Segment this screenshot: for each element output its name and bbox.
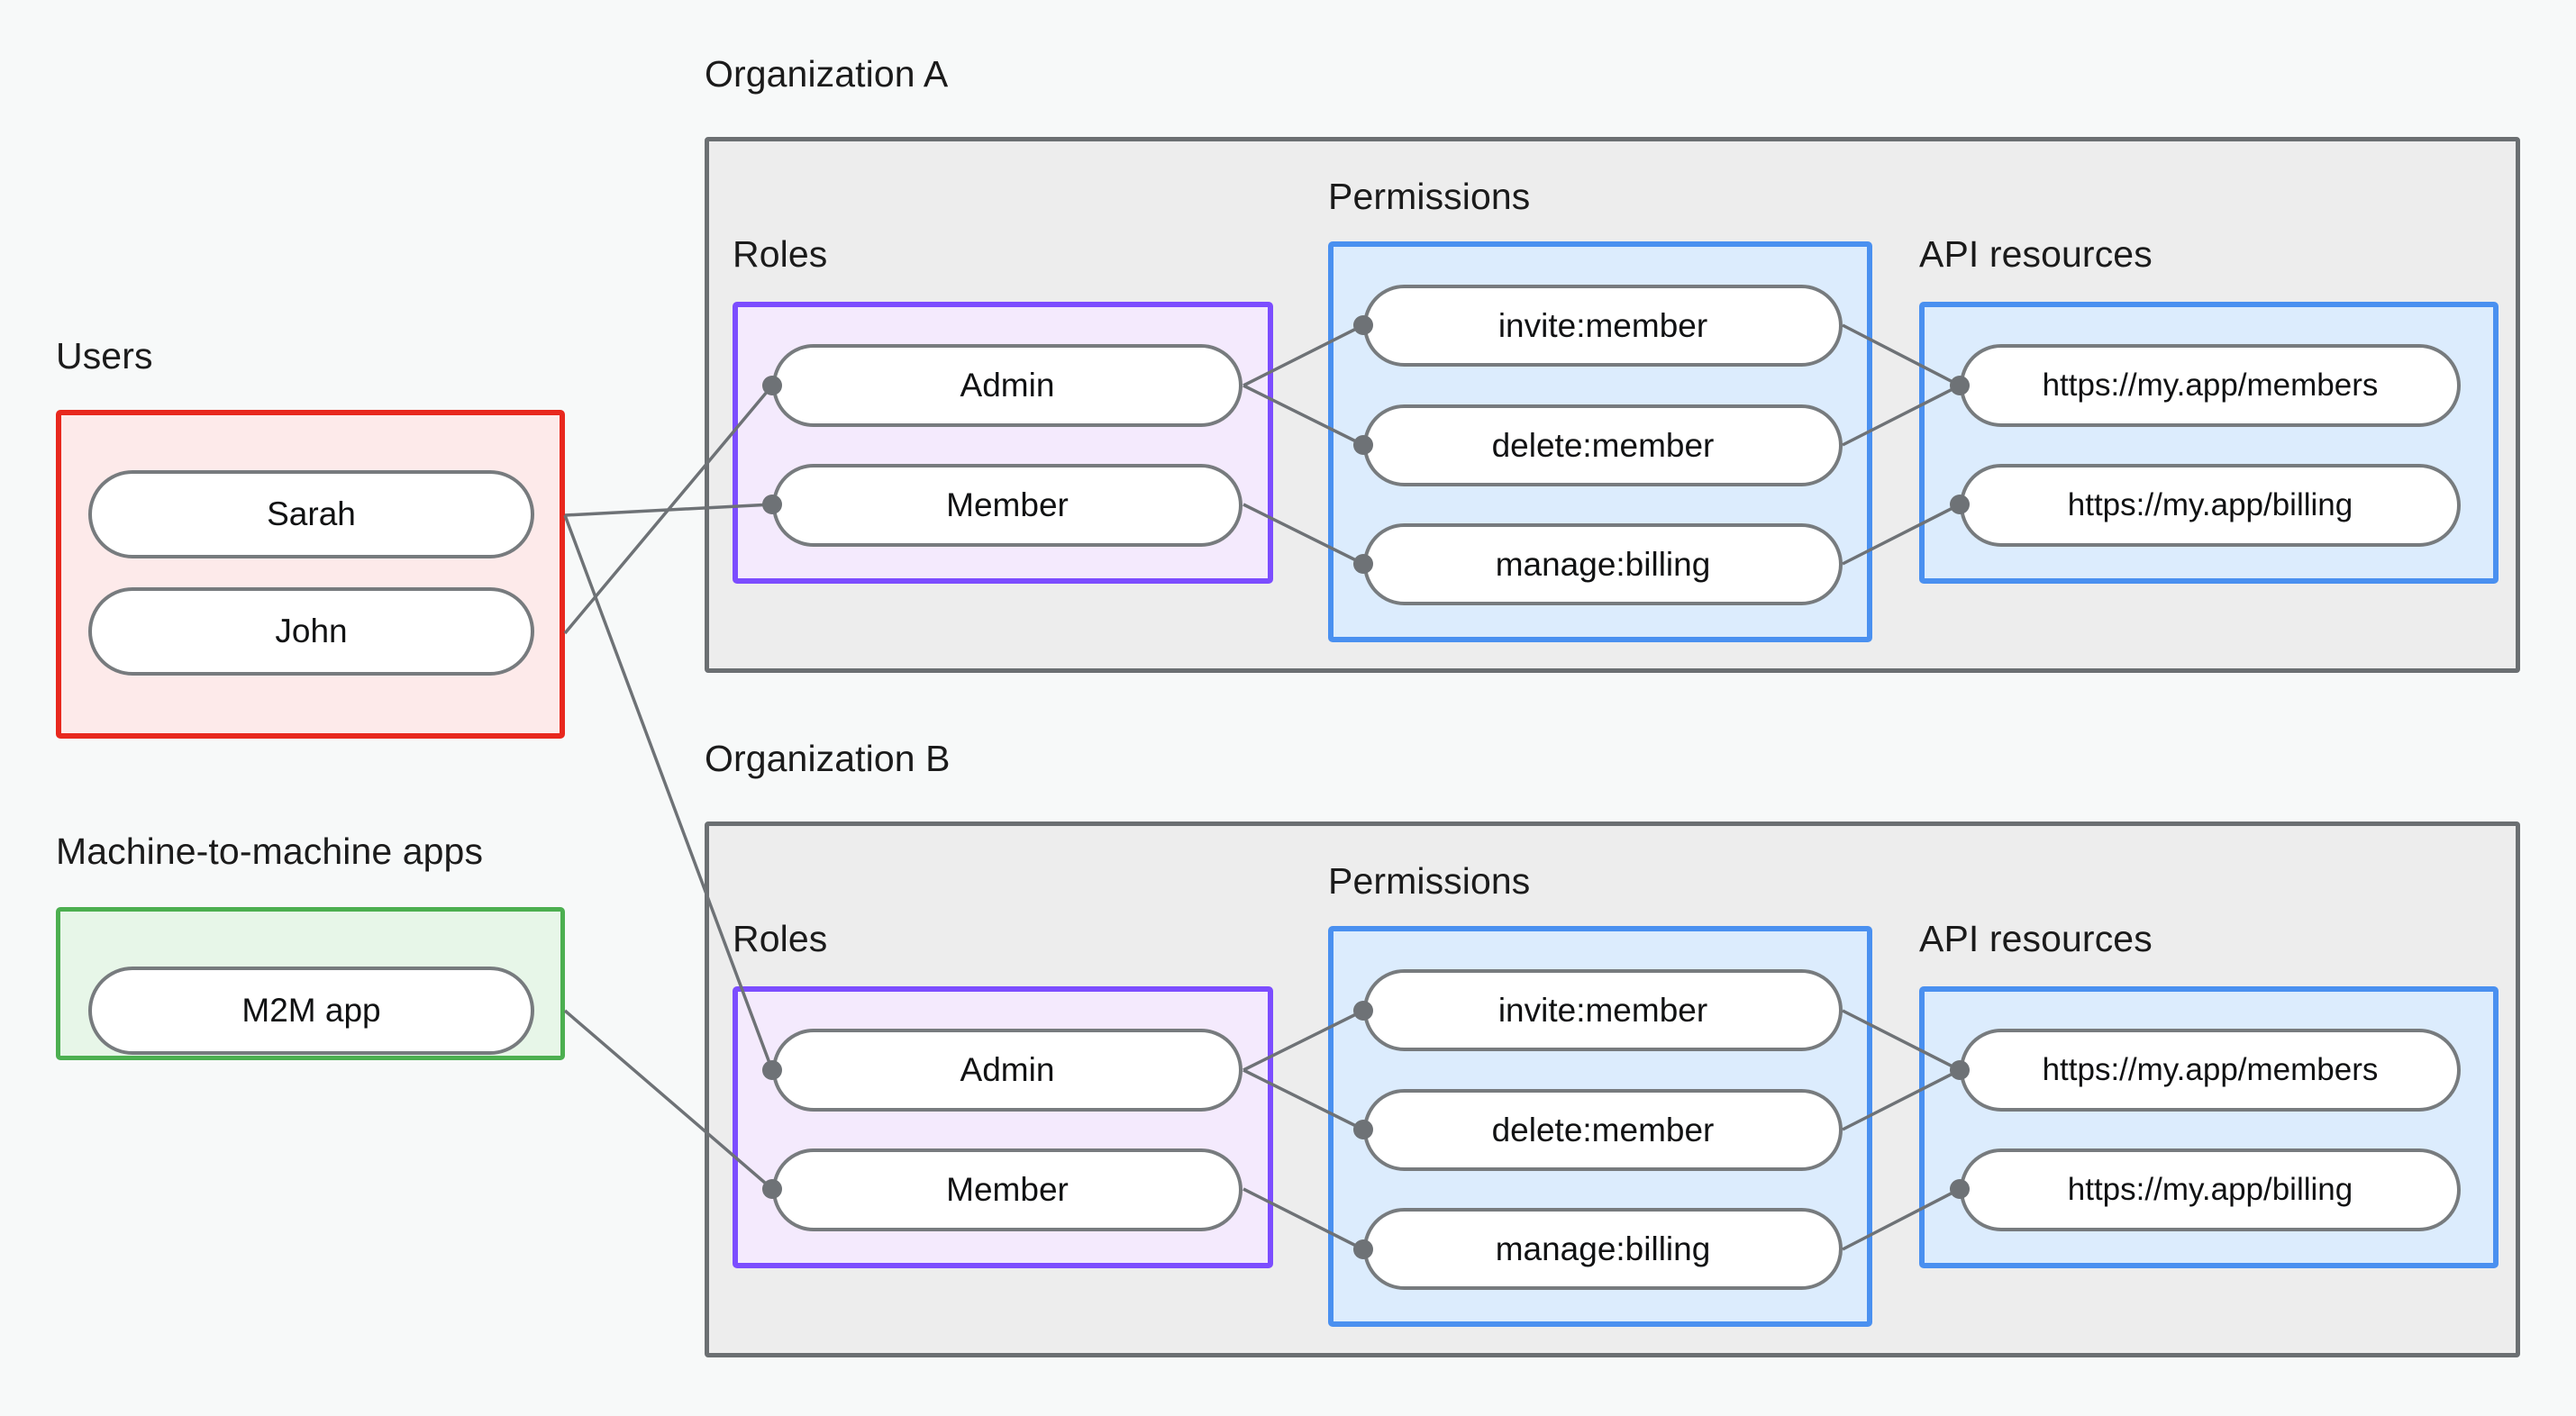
org-b-roles-label: Roles [733, 918, 828, 959]
org-b-api-resource-members[interactable]: https://my.app/members [1960, 1029, 2461, 1112]
org-a-permission-invite-member[interactable]: invite:member [1363, 285, 1843, 367]
org-b-role-member[interactable]: Member [772, 1148, 1242, 1231]
org-a-role-member[interactable]: Member [772, 464, 1242, 547]
org-b-api-resource-billing[interactable]: https://my.app/billing [1960, 1148, 2461, 1231]
org-a-api-resource-billing[interactable]: https://my.app/billing [1960, 464, 2461, 547]
org-a-permission-manage-billing[interactable]: manage:billing [1363, 523, 1843, 605]
user-node-sarah[interactable]: Sarah [88, 470, 534, 558]
org-b-permissions-label: Permissions [1328, 860, 1531, 902]
user-node-john[interactable]: John [88, 587, 534, 676]
org-a-api-resources-label: API resources [1919, 233, 2153, 275]
org-a-permissions-label: Permissions [1328, 176, 1531, 217]
org-b-permission-invite-member[interactable]: invite:member [1363, 969, 1843, 1051]
org-a-api-resource-members[interactable]: https://my.app/members [1960, 344, 2461, 427]
m2m-group-label: Machine-to-machine apps [56, 831, 484, 872]
org-a-permission-delete-member[interactable]: delete:member [1363, 404, 1843, 486]
org-a-role-admin[interactable]: Admin [772, 344, 1242, 427]
org-b-role-admin[interactable]: Admin [772, 1029, 1242, 1112]
users-group-label: Users [56, 335, 153, 377]
org-a-label: Organization A [705, 53, 949, 95]
org-a-roles-label: Roles [733, 233, 828, 275]
org-b-permission-manage-billing[interactable]: manage:billing [1363, 1208, 1843, 1290]
users-container [56, 410, 565, 739]
org-b-permission-delete-member[interactable]: delete:member [1363, 1089, 1843, 1171]
org-b-label: Organization B [705, 738, 951, 779]
m2m-node-app[interactable]: M2M app [88, 967, 534, 1055]
org-b-api-resources-label: API resources [1919, 918, 2153, 959]
